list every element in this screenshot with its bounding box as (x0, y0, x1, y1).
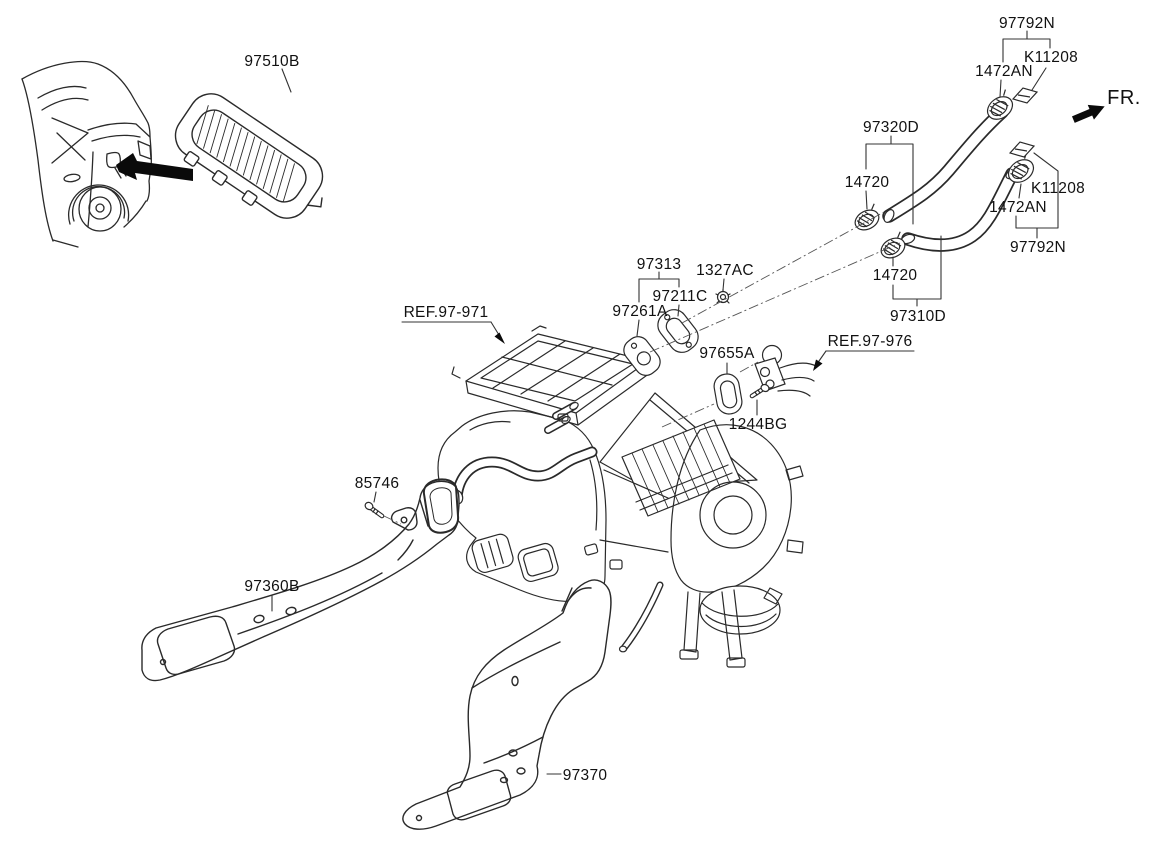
heater-hoses-drawing (882, 105, 1019, 252)
part-label-97211C[interactable]: 97211C (653, 288, 708, 305)
ref-label-97-976[interactable]: REF.97-976 (828, 333, 913, 350)
part-label-1472AN-lower[interactable]: 1472AN (989, 199, 1047, 216)
part-label-1327AC[interactable]: 1327AC (696, 262, 754, 279)
part-label-97510B[interactable]: 97510B (244, 53, 299, 70)
leader-lines (271, 30, 1059, 775)
extractor-grille-drawing (174, 93, 324, 219)
ref-arrowheads (494, 332, 823, 371)
bolt-1244bg-drawing (749, 383, 770, 399)
part-label-1244BG[interactable]: 1244BG (729, 416, 788, 433)
assembly-axis-lines (383, 211, 901, 525)
part-label-97792N-upper[interactable]: 97792N (999, 15, 1055, 32)
part-label-K11208-upper[interactable]: K11208 (1024, 49, 1078, 66)
duct-97360b-drawing (141, 478, 460, 682)
part-label-1472AN-upper[interactable]: 1472AN (975, 63, 1033, 80)
part-label-85746[interactable]: 85746 (355, 475, 400, 492)
small-parts-drawing (364, 288, 817, 519)
part-label-97792N-lower[interactable]: 97792N (1010, 239, 1066, 256)
mount-location-arrow (116, 153, 193, 181)
hvac-unit-drawing (437, 325, 804, 668)
fr-direction-label: FR. (1107, 87, 1141, 109)
duct-97370-drawing (402, 579, 612, 830)
part-label-14720-upper[interactable]: 14720 (845, 174, 890, 191)
ref-label-97-971[interactable]: REF.97-971 (404, 304, 489, 321)
part-label-97370[interactable]: 97370 (563, 767, 608, 784)
part-label-97360B[interactable]: 97360B (244, 578, 299, 595)
fr-arrow-icon (1071, 104, 1105, 123)
screw-85746-drawing (364, 501, 385, 519)
clip-flag-lower (1008, 141, 1036, 158)
part-label-97310D[interactable]: 97310D (890, 308, 946, 325)
part-label-97655A[interactable]: 97655A (699, 345, 755, 362)
part-label-97261A[interactable]: 97261A (612, 303, 668, 320)
part-label-97320D[interactable]: 97320D (863, 119, 919, 136)
hose-clamps-drawing (854, 87, 1039, 259)
part-label-K11208-lower[interactable]: K11208 (1031, 180, 1085, 197)
part-label-14720-lower[interactable]: 14720 (873, 267, 918, 284)
heater-pipe-connector (754, 344, 817, 397)
clip-flag-upper (1011, 87, 1039, 104)
part-label-97313[interactable]: 97313 (637, 256, 682, 273)
